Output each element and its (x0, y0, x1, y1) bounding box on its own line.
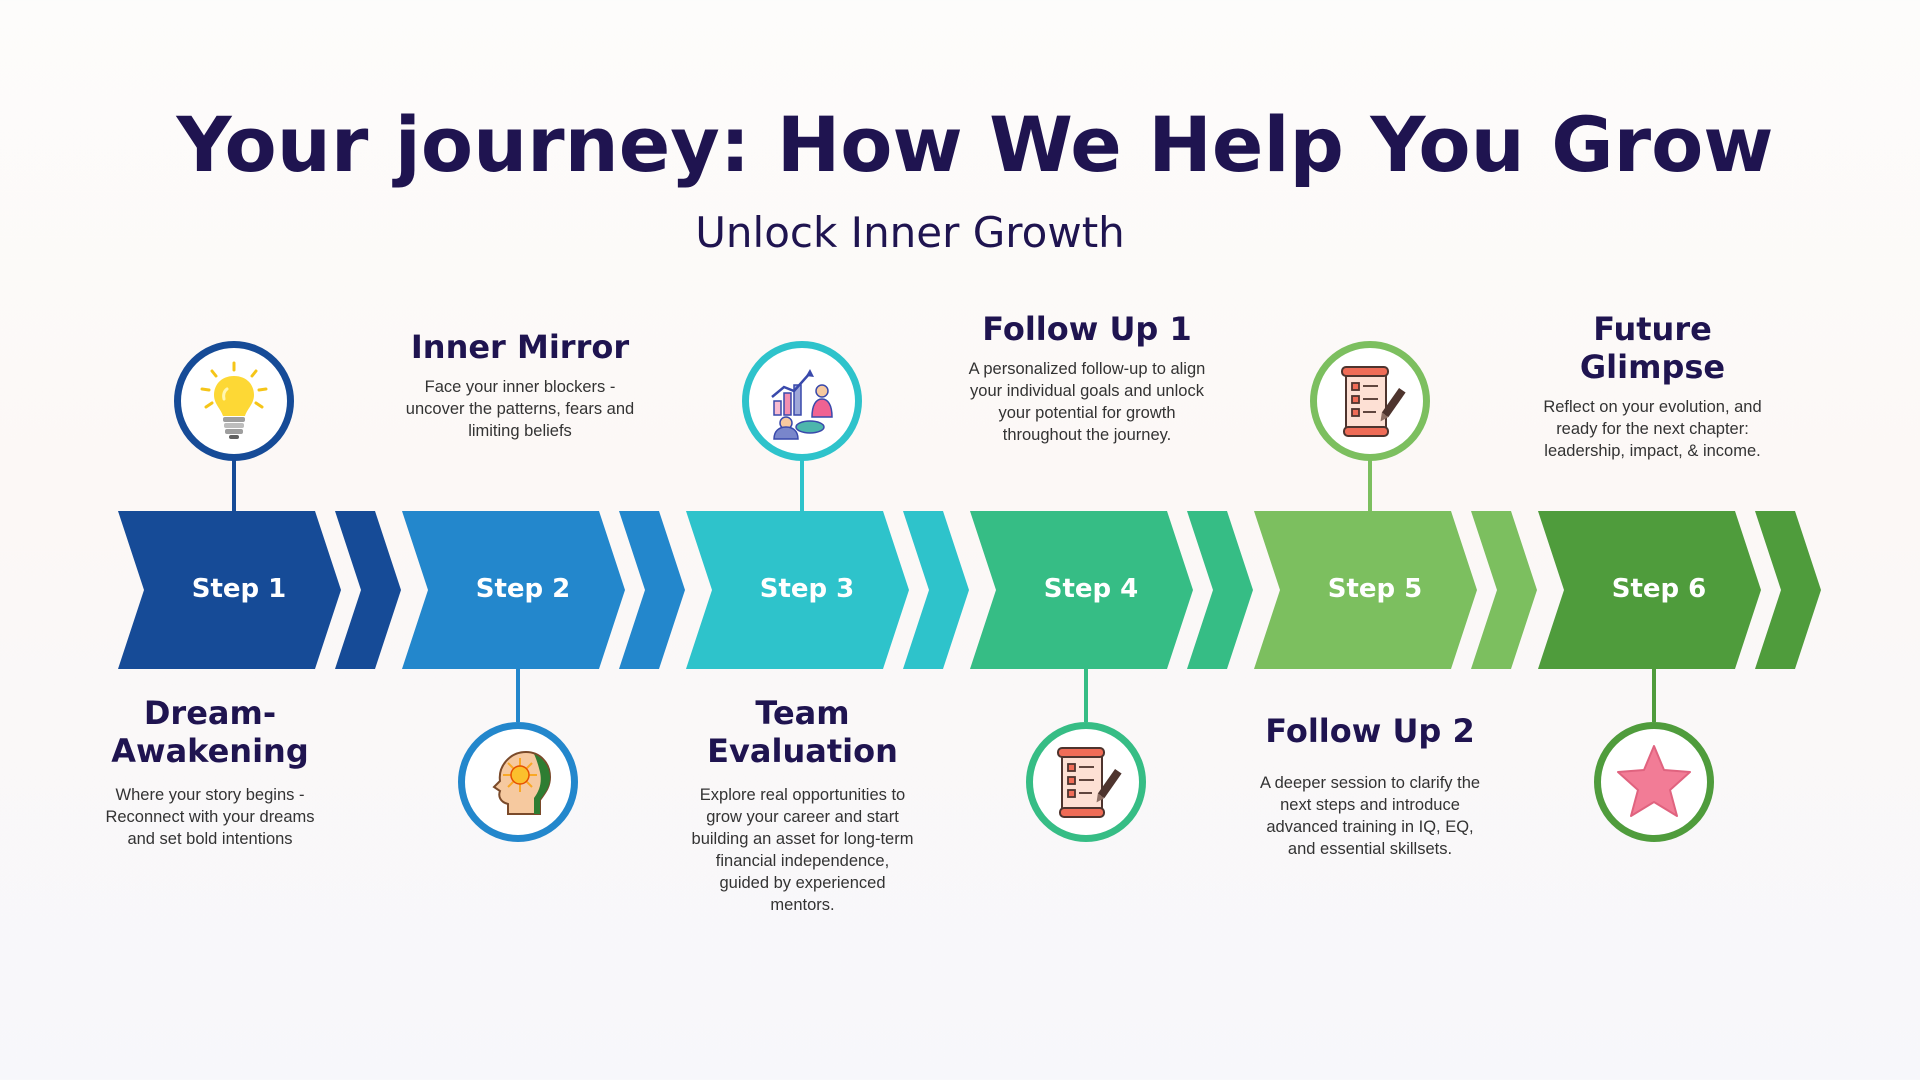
step-4-label: Step 4 (1043, 574, 1139, 604)
page-title: Your journey: How We Help You Grow (176, 100, 1774, 189)
lightbulb-icon (200, 361, 268, 439)
step-2-chevron (402, 511, 625, 669)
step-5-icon-circle (1310, 341, 1430, 461)
step-1-small-chevron (335, 511, 401, 669)
step-2-text-block: Inner Mirror Face your inner blockers - … (400, 328, 640, 442)
step-2-label: Step 2 (475, 574, 571, 604)
step-3-connector (800, 458, 804, 512)
step-2-description: Face your inner blockers - uncover the p… (405, 378, 635, 440)
step-6-label: Step 6 (1611, 574, 1707, 604)
step-4-small-chevron (1187, 511, 1253, 669)
step-4-heading: Follow Up 1 (982, 310, 1192, 348)
step-6-text-block: Future Glimpse Reflect on your evolution… (1535, 310, 1770, 462)
mind-sun-head-icon (492, 750, 552, 815)
step-4-connector (1084, 668, 1088, 722)
step-3-description: Explore real opportunities to grow your … (691, 786, 914, 914)
step-1-heading: Dream- Awakening (111, 694, 309, 770)
step-2-icon-circle (458, 722, 578, 842)
checklist-scroll-icon (1057, 747, 1122, 818)
step-3-chevron (686, 511, 909, 669)
step-6-heading: Future Glimpse (1579, 310, 1726, 386)
step-1-chevron (118, 511, 341, 669)
step-4-icon-circle (1026, 722, 1146, 842)
step-4-text-block: Follow Up 1 A personalized follow-up to … (967, 310, 1207, 446)
step-4-chevron (970, 511, 1193, 669)
step-5-small-chevron (1471, 511, 1537, 669)
step-6-icon-circle (1594, 722, 1714, 842)
step-2-connector (516, 668, 520, 722)
step-6-chevron (1538, 511, 1761, 669)
step-5-label: Step 5 (1327, 574, 1423, 604)
step-1-connector (232, 458, 236, 512)
step-1-description: Where your story begins - Reconnect with… (105, 786, 315, 848)
step-6-connector (1652, 668, 1656, 722)
step-2-small-chevron (619, 511, 685, 669)
step-5-text-block: Follow Up 2 A deeper session to clarify … (1255, 712, 1485, 860)
step-1-text-block: Dream- Awakening Where your story begins… (90, 694, 330, 850)
page-subtitle: Unlock Inner Growth (695, 208, 1125, 257)
team-chart-icon (771, 369, 833, 440)
checklist-scroll-icon (1341, 366, 1406, 437)
step-3-icon-circle (742, 341, 862, 461)
step-3-label: Step 3 (759, 574, 855, 604)
step-1-label: Step 1 (191, 574, 287, 604)
step-4-description: A personalized follow-up to align your i… (968, 360, 1206, 444)
step-5-chevron (1254, 511, 1477, 669)
step-6-description: Reflect on your evolution, and ready for… (1543, 398, 1762, 460)
star-icon (1617, 745, 1691, 817)
step-3-small-chevron (903, 511, 969, 669)
step-5-heading: Follow Up 2 (1265, 712, 1475, 750)
step-2-heading: Inner Mirror (410, 328, 630, 366)
step-5-connector (1368, 458, 1372, 512)
step-5-description: A deeper session to clarify the next ste… (1259, 774, 1481, 858)
step-3-text-block: Team Evaluation Explore real opportuniti… (690, 694, 915, 916)
step-1-icon-circle (174, 341, 294, 461)
step-3-heading: Team Evaluation (707, 694, 898, 770)
step-6-small-chevron (1755, 511, 1821, 669)
